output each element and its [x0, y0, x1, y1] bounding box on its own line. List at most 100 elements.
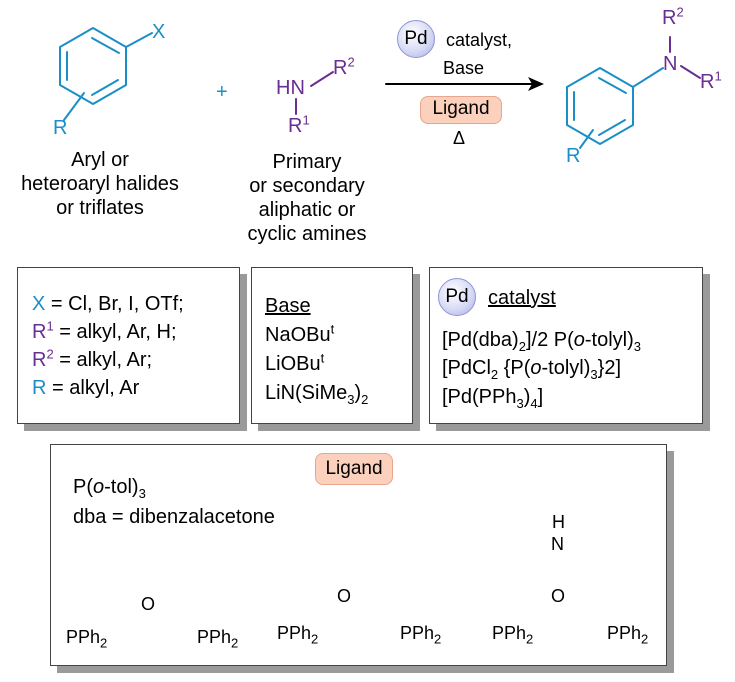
base-box: Base NaOBut LiOBut LiN(SiMe3)2	[251, 267, 413, 424]
pph-text: PPh	[492, 623, 527, 643]
definition: = alkyl, Ar	[46, 377, 140, 399]
caption-line: aliphatic or	[258, 199, 356, 221]
catalyst-item: [Pd(dba)2]/2 P(o-tolyl)3	[442, 328, 641, 354]
dpephos-o: O	[141, 594, 156, 614]
product-r2-sup: 2	[676, 4, 684, 20]
catalyst-italic: o	[573, 329, 585, 351]
product-n: N	[663, 53, 678, 75]
ligand-line-ptol: P(o-tol)3	[73, 475, 146, 500]
xantphos-pph2-left: PPh2	[277, 623, 319, 647]
amine-r1: R1	[288, 112, 310, 138]
ligand-pill: Ligand	[420, 96, 502, 124]
base-item: LiN(SiMe3)2	[265, 381, 368, 407]
product-n-bonds	[632, 36, 701, 88]
product-r1-sup: 1	[714, 68, 722, 84]
ligand-text: -tol)	[104, 476, 139, 498]
catalyst-sub: 3	[633, 339, 641, 354]
base-sup: t	[330, 321, 335, 337]
catalyst-text: ]	[537, 386, 544, 408]
catalyst-text: }2]	[597, 357, 621, 379]
symbol: X	[32, 293, 46, 315]
pph-text: PPh	[607, 623, 642, 643]
symbol: R	[32, 321, 47, 343]
substituent-line-r2: R2 = alkyl, Ar;	[32, 346, 153, 372]
catalyst-text: -tolyl)	[541, 357, 591, 379]
catalyst-text: ]/2 P(	[525, 329, 574, 351]
pph-sub: 2	[641, 631, 649, 647]
substituent-line-r: R = alkyl, Ar	[32, 376, 139, 400]
base-text: )	[354, 382, 362, 404]
caption-line: Aryl or	[71, 149, 129, 171]
base-text: LiOBu	[265, 353, 321, 375]
catalyst-sub: 2	[490, 367, 499, 382]
pph-text: PPh	[277, 623, 312, 643]
product-r1: R1	[700, 68, 722, 94]
catalyst-item: [Pd(PPh3)4]	[442, 385, 544, 411]
product-ring	[566, 67, 634, 149]
pd-bubble: Pd	[438, 278, 476, 316]
base-item: LiOBut	[265, 350, 325, 376]
heat-symbol: Δ	[453, 128, 466, 148]
catalyst-title: catalyst	[488, 287, 556, 309]
symbol-sup: 2	[46, 346, 54, 362]
plus-sign: +	[216, 81, 228, 103]
catalyst-text: -tolyl)	[584, 329, 634, 351]
amine-r2-sup: 2	[347, 54, 355, 70]
caption-line: or secondary	[249, 175, 365, 197]
amine-r1-label: R	[288, 115, 303, 137]
definition: = Cl, Br, I, OTf;	[45, 293, 184, 315]
base-label: Base	[443, 58, 485, 78]
pph-sub: 2	[311, 631, 319, 647]
base-sub: 3	[347, 392, 355, 407]
aryl-ring	[59, 27, 153, 121]
product-r1-label: R	[700, 71, 715, 93]
pph-text: PPh	[197, 627, 232, 647]
amine-r2: R2	[333, 54, 355, 80]
ligand-title-pill: Ligand	[315, 453, 393, 485]
symbol-sup: 1	[46, 318, 54, 334]
catalyst-text: [Pd(PPh	[442, 386, 517, 408]
amine-bonds	[295, 71, 334, 115]
dpephos-pph2-left: PPh2	[66, 627, 107, 650]
catalyst-sub: 3	[590, 367, 598, 382]
x-label: X	[152, 21, 166, 43]
pph-sub: 2	[526, 631, 534, 647]
ligand-line-dba: dba = dibenzalacetone	[73, 506, 275, 528]
product-r-label: R	[566, 145, 581, 167]
catalyst-italic: o	[530, 357, 542, 379]
catalyst-text: [PdCl	[442, 357, 491, 379]
symbol: R	[32, 377, 47, 399]
base-sup: t	[320, 350, 325, 366]
base-text: LiN(SiMe	[265, 382, 348, 404]
ligand-text: P(	[73, 476, 93, 498]
substituent-box: X = Cl, Br, I, OTf; R1 = alkyl, Ar, H; R…	[17, 267, 240, 424]
substituent-line-x: X = Cl, Br, I, OTf;	[32, 292, 184, 316]
caption-line: cyclic amines	[247, 223, 367, 245]
nixantphos-n: N	[551, 534, 564, 554]
caption-line: Primary	[272, 151, 342, 173]
caption-line: or triflates	[56, 197, 144, 219]
catalyst-box: Pd catalyst [Pd(dba)2]/2 P(o-tolyl)3 [Pd…	[429, 267, 703, 424]
base-text: NaOBu	[265, 324, 331, 346]
catalyst-text: )	[523, 386, 531, 408]
ligand-box: Ligand P(o-tol)3 dba = dibenzalacetone	[50, 444, 667, 666]
reactant2-caption: Primary or secondary aliphatic or cyclic…	[222, 150, 392, 246]
xantphos-o: O	[337, 586, 352, 606]
catalyst-sub: 2	[518, 339, 526, 354]
pph-text: PPh	[66, 627, 101, 647]
base-item: NaOBut	[265, 321, 335, 347]
ligand-italic: o	[93, 476, 105, 498]
product-r2: R2	[662, 4, 684, 30]
reactant1-caption: Aryl or heteroaryl halides or triflates	[0, 148, 200, 220]
caption-line: heteroaryl halides	[21, 173, 179, 195]
pph-text: PPh	[400, 623, 435, 643]
nixantphos-pph2-left: PPh2	[492, 623, 534, 647]
nixantphos-h: H	[552, 512, 565, 532]
catalyst-sub: 4	[530, 396, 538, 411]
amine-r2-label: R	[333, 57, 348, 79]
xantphos-pph2-right: PPh2	[400, 623, 441, 646]
catalyst-item: [PdCl2 {P(o-tolyl)3}2]	[442, 356, 621, 382]
definition: = alkyl, Ar;	[53, 349, 153, 371]
amine-r1-sup: 1	[302, 112, 310, 128]
catalyst-sub: 3	[516, 396, 524, 411]
